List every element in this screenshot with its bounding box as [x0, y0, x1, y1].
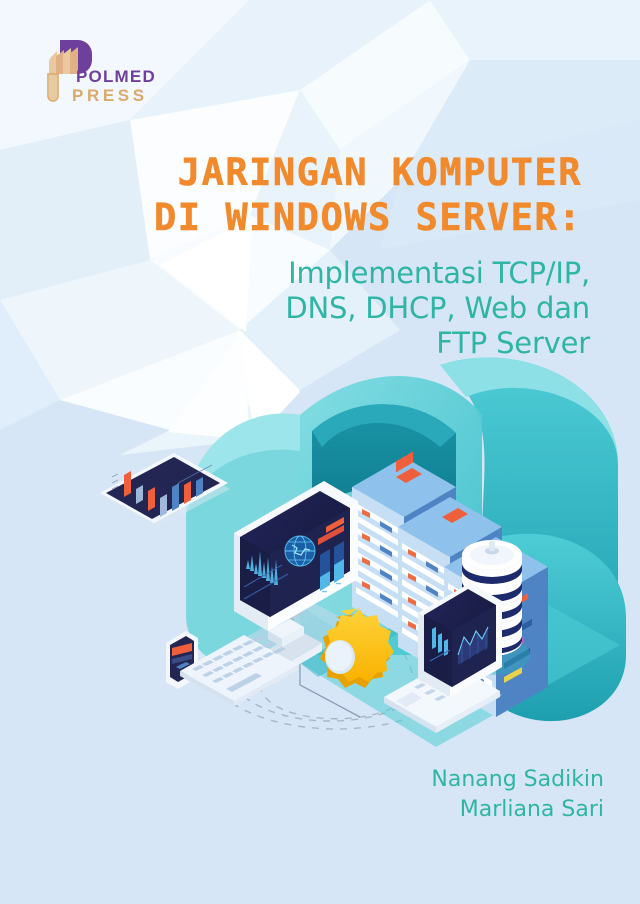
subtitle-line-3: FTP Server [436, 326, 590, 360]
title-line-2: DI WINDOWS SERVER: [154, 196, 582, 240]
subtitle-line-1: Implementasi TCP/IP, [288, 256, 590, 290]
page-title: JARINGAN KOMPUTER DI WINDOWS SERVER: [0, 150, 600, 240]
publisher-logo: POLMED PRESS [47, 40, 154, 105]
cloud-network-illustration [100, 357, 626, 747]
tablet [100, 453, 230, 527]
subtitle-line-2: DNS, DHCP, Web dan [285, 291, 590, 325]
logo-press-text: PRESS [72, 86, 148, 105]
page-subtitle: Implementasi TCP/IP, DNS, DHCP, Web dan … [0, 256, 604, 361]
laptop [384, 583, 502, 733]
author-name-1: Nanang Sadikin [431, 767, 604, 792]
keyboard [180, 619, 304, 706]
settings-gear [320, 608, 394, 688]
globe-icon [284, 535, 316, 567]
title-line-1: JARINGAN KOMPUTER [177, 151, 582, 195]
logo-polmed-text: POLMED [76, 67, 154, 86]
author-name-2: Marliana Sari [459, 797, 604, 822]
authors-block: Nanang Sadikin Marliana Sari [431, 765, 604, 825]
